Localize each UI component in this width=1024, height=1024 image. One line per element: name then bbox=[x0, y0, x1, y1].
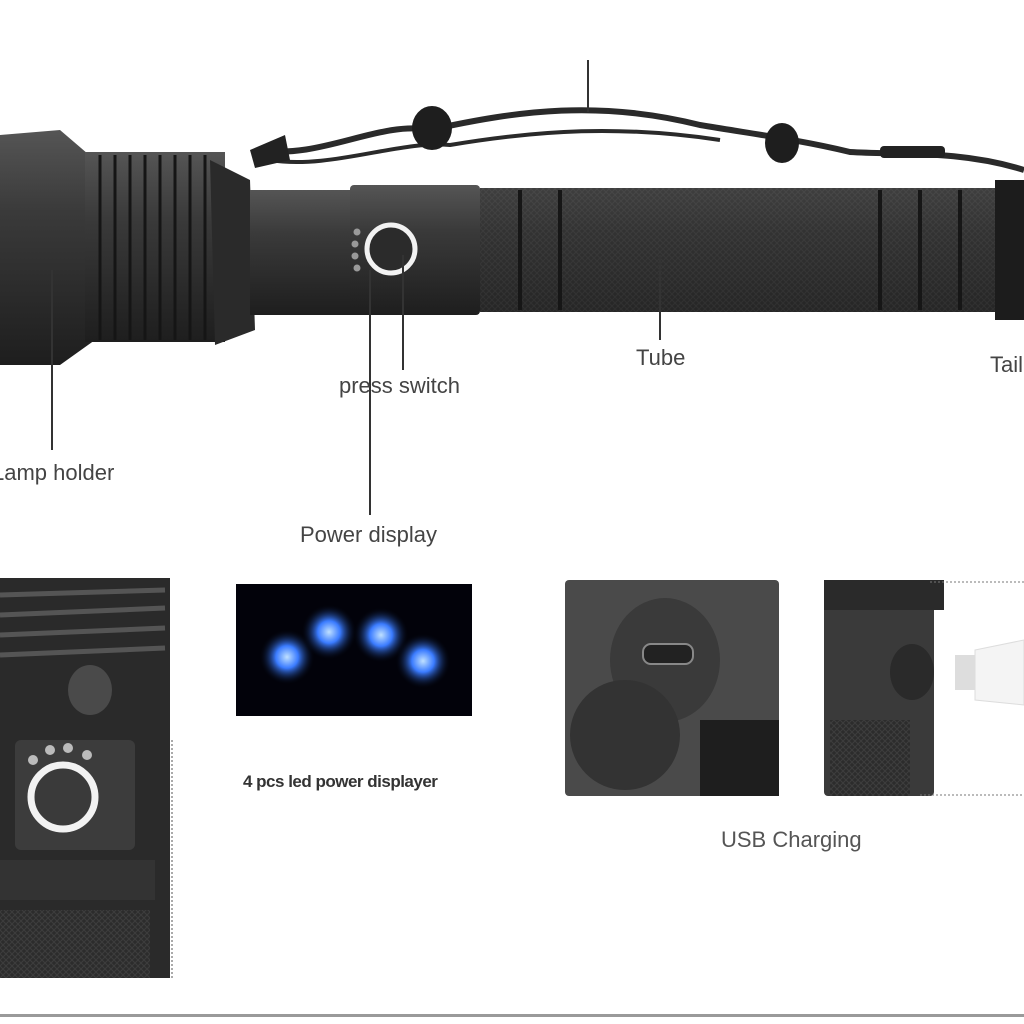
usb-cable-photo bbox=[824, 580, 1024, 796]
power-indicator-dots bbox=[351, 228, 361, 272]
label-press-switch: press switch bbox=[339, 373, 461, 398]
neck bbox=[250, 190, 360, 315]
label-lamp-holder: Lamp holder bbox=[0, 460, 115, 485]
led-4 bbox=[395, 633, 451, 689]
tail-cap bbox=[995, 180, 1024, 320]
label-tube: Tube bbox=[636, 345, 686, 370]
led-3 bbox=[353, 607, 409, 663]
lamp-head bbox=[0, 130, 255, 365]
usb-port-photo bbox=[565, 580, 779, 796]
switch-closeup bbox=[0, 578, 173, 978]
lanyard bbox=[250, 106, 1024, 173]
caption-led-display: 4 pcs led power displayer bbox=[243, 772, 438, 791]
caption-usb-charging: USB Charging bbox=[721, 827, 862, 852]
led-2 bbox=[301, 604, 357, 660]
label-power-display: Power display bbox=[300, 522, 437, 547]
led-display-photo bbox=[236, 584, 472, 716]
led-1 bbox=[259, 629, 315, 685]
power-button bbox=[364, 222, 418, 276]
bottom-divider bbox=[0, 1014, 1024, 1017]
label-tail: Tail bbox=[990, 352, 1024, 377]
